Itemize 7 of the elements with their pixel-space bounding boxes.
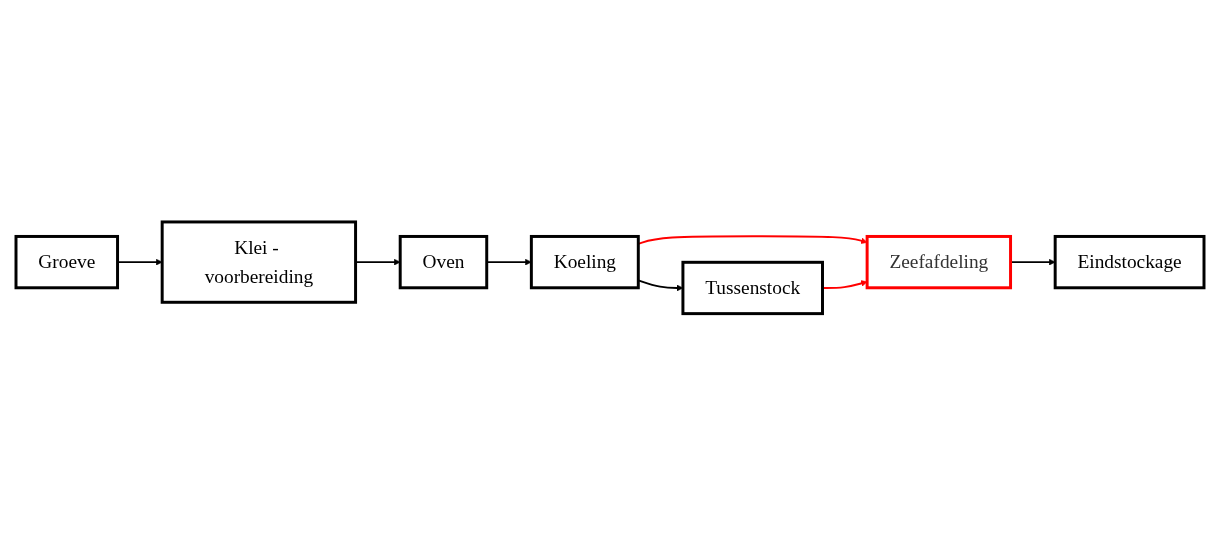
node-box: Oven xyxy=(398,234,489,289)
node-box: Klei - voorbereiding xyxy=(160,220,358,304)
node-box: Eindstockage xyxy=(1053,234,1206,289)
node-box: Groeve xyxy=(14,234,120,289)
node-box: Zeefafdeling xyxy=(865,234,1013,289)
node-box: Tussenstock xyxy=(681,260,824,315)
node-box: Koeling xyxy=(529,234,640,289)
